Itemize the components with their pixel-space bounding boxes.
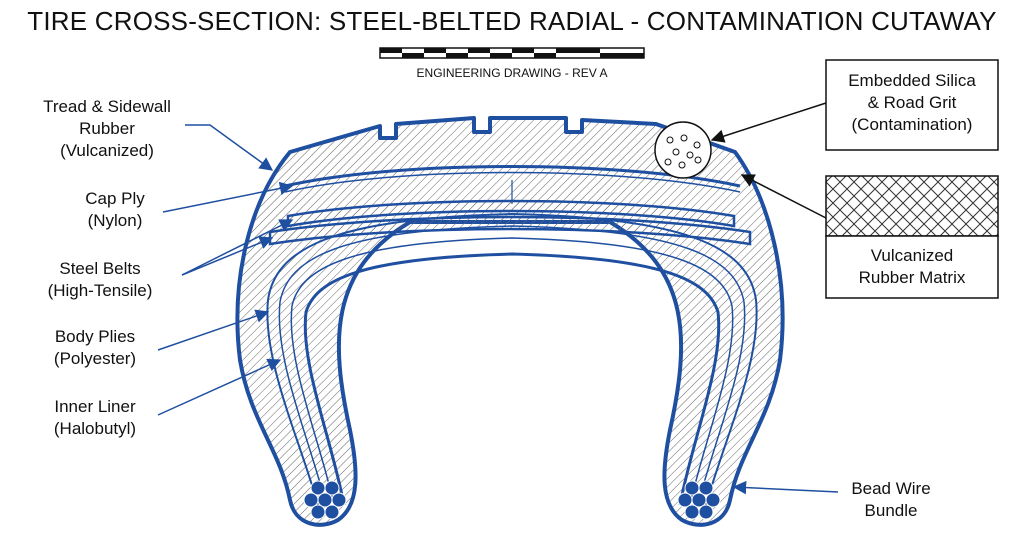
label-bead-wire: Bead Wire Bundle: [851, 479, 931, 520]
leader-lines: [157, 102, 839, 495]
contamination-spot: [654, 121, 712, 179]
tire-outer-body: [235, 116, 785, 527]
scale-bar: [379, 47, 645, 59]
label-cap-ply: Cap Ply (Nylon): [85, 189, 145, 230]
drawing-subtitle: ENGINEERING DRAWING - REV A: [416, 66, 608, 80]
label-body-plies: Body Plies (Polyester): [53, 327, 137, 368]
matrix-legend-swatch: [825, 175, 999, 237]
bead-bundle-left: [303, 480, 347, 520]
matrix-legend-box: [825, 235, 999, 299]
bead-bundle-right: [677, 480, 721, 520]
legend-contamination-text: Embedded Silica & Road Grit (Contaminati…: [848, 71, 976, 134]
label-steel-belts: Steel Belts (High-Tensile): [47, 259, 153, 300]
contamination-legend-box: [825, 59, 999, 151]
diagram-title: TIRE CROSS-SECTION: STEEL-BELTED RADIAL …: [27, 6, 997, 36]
steel-belt-upper: [286, 199, 736, 228]
label-tread: Tread & Sidewall Rubber (Vulcanized): [43, 97, 171, 160]
legend-matrix-text: Vulcanized Rubber Matrix: [858, 246, 966, 287]
inner-liner: [303, 252, 721, 506]
body-plies: [266, 212, 758, 506]
label-inner-liner: Inner Liner (Halobutyl): [53, 397, 137, 438]
